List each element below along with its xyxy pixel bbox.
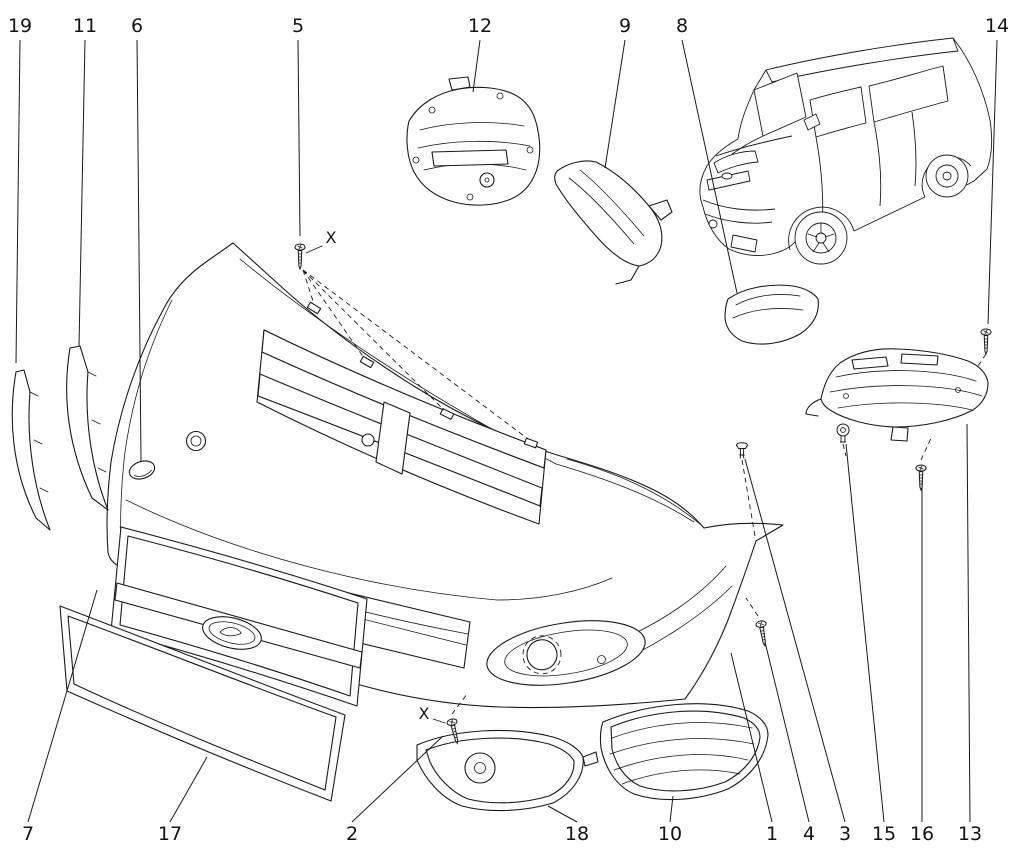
callout-label-17: 17 — [158, 823, 182, 845]
callout-label-14: 14 — [985, 15, 1009, 37]
callout-labels: 19 11 6 5 12 9 8 14 7 17 2 18 10 1 4 3 1… — [8, 15, 1009, 845]
leader-5 — [297, 39, 301, 237]
x-marker-bottom: X — [419, 704, 430, 723]
callout-label-9: 9 — [619, 15, 631, 37]
leader-11 — [78, 39, 86, 347]
air-duct-part-9 — [554, 160, 673, 285]
leader-13 — [966, 423, 971, 823]
callout-label-12: 12 — [468, 15, 492, 37]
callout-label-15: 15 — [872, 823, 896, 845]
callout-label-10: 10 — [658, 823, 682, 845]
leader-15 — [845, 443, 885, 823]
rivet-part-15 — [836, 423, 850, 443]
leader-12 — [472, 39, 481, 93]
fog-cover-left-part — [416, 729, 599, 812]
leader-7 — [27, 589, 98, 823]
screw-part-4 — [755, 619, 771, 648]
trim-strip-part-11 — [66, 345, 109, 511]
fog-cover-right-part — [599, 703, 769, 801]
callout-label-13: 13 — [958, 823, 982, 845]
callout-label-8: 8 — [676, 15, 688, 37]
callout-label-1: 1 — [766, 823, 778, 845]
callout-label-19: 19 — [8, 15, 32, 37]
engine-shield-part-12 — [406, 76, 541, 206]
screw-part-14 — [980, 328, 992, 355]
lower-grille-part — [59, 605, 346, 802]
clip-part-3 — [736, 442, 748, 459]
callout-label-11: 11 — [73, 15, 97, 37]
vehicle-illustration — [699, 37, 993, 265]
leader-14 — [987, 39, 998, 325]
screw-part-16 — [915, 464, 927, 491]
leader-19 — [15, 39, 21, 364]
leader-8 — [681, 39, 738, 294]
leader-3 — [744, 458, 846, 823]
leader-17 — [169, 756, 208, 823]
leader-6 — [136, 39, 142, 462]
callout-label-16: 16 — [910, 823, 934, 845]
leader-lines — [15, 39, 998, 823]
assembly-dashed-lines — [302, 269, 987, 715]
x-marker-top: X — [326, 228, 337, 247]
callout-label-18: 18 — [565, 823, 589, 845]
leader-1 — [730, 652, 773, 823]
callout-label-2: 2 — [346, 823, 358, 845]
callout-label-5: 5 — [292, 15, 304, 37]
leader-2 — [351, 735, 444, 823]
screw-part-5 — [294, 243, 306, 270]
deflector-part-8 — [724, 284, 819, 345]
leader-18 — [547, 805, 578, 823]
leader-10 — [669, 795, 674, 823]
tow-cap-part-6 — [128, 460, 156, 480]
leader-4 — [764, 641, 810, 823]
side-shield-part-13 — [805, 348, 989, 442]
upper-grille-part — [110, 526, 368, 707]
callout-label-7: 7 — [22, 823, 34, 845]
leader-9 — [604, 39, 626, 169]
callout-label-6: 6 — [131, 15, 143, 37]
callout-label-3: 3 — [839, 823, 851, 845]
callout-label-4: 4 — [803, 823, 815, 845]
trim-strip-part-19 — [11, 369, 51, 531]
